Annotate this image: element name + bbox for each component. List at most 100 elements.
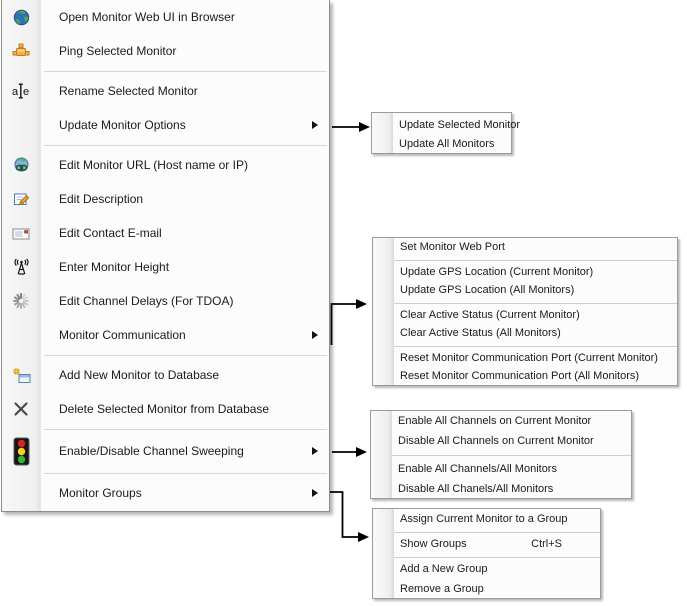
submenu-item-label: Disable All Chanels/All Monitors bbox=[398, 483, 554, 495]
submenu-item-label: Set Monitor Web Port bbox=[400, 241, 505, 253]
menu-item-update-monitor-options[interactable]: Update Monitor Options bbox=[2, 108, 329, 142]
submenu-item-label: Clear Active Status (All Monitors) bbox=[400, 327, 561, 339]
submenu-arrow-icon bbox=[312, 489, 318, 497]
submenu-item-label: Show Groups bbox=[400, 538, 467, 550]
menu-item-label: Delete Selected Monitor from Database bbox=[59, 402, 270, 416]
submenu-separator bbox=[373, 256, 677, 263]
submenu-monitor-communication: Set Monitor Web Port Update GPS Location… bbox=[372, 237, 678, 386]
arrowhead-channel-sweeping bbox=[356, 447, 367, 457]
menu-item-label: Rename Selected Monitor bbox=[59, 84, 198, 98]
menu-separator bbox=[2, 142, 329, 148]
submenu-arrow-icon bbox=[312, 447, 318, 455]
submenu-item-label: Update GPS Location (All Monitors) bbox=[400, 284, 575, 296]
envelope-icon bbox=[2, 226, 40, 241]
menu-item-label: Open Monitor Web UI in Browser bbox=[59, 10, 235, 24]
svg-text:e: e bbox=[23, 86, 29, 98]
menu-item-edit-monitor-url[interactable]: Edit Monitor URL (Host name or IP) bbox=[2, 148, 329, 182]
spinner-icon bbox=[2, 293, 40, 309]
submenu-channel-sweeping: Enable All Channels on Current Monitor D… bbox=[370, 410, 632, 499]
menu-separator bbox=[2, 470, 329, 476]
menu-item-monitor-communication[interactable]: Monitor Communication bbox=[2, 318, 329, 352]
submenu-item-update-selected[interactable]: Update Selected Monitor bbox=[372, 115, 520, 134]
arrowhead-update-options bbox=[359, 122, 370, 132]
submenu-item-add-group[interactable]: Add a New Group bbox=[373, 559, 600, 579]
submenu-item-clear-status-all[interactable]: Clear Active Status (All Monitors) bbox=[373, 324, 677, 342]
submenu-item-update-gps-current[interactable]: Update GPS Location (Current Monitor) bbox=[373, 263, 677, 281]
menu-item-label: Edit Description bbox=[59, 192, 144, 206]
svg-text:a: a bbox=[12, 86, 19, 98]
submenu-item-label: Add a New Group bbox=[400, 563, 488, 575]
globe-icon bbox=[2, 9, 40, 26]
submenu-item-reset-port-current[interactable]: Reset Monitor Communication Port (Curren… bbox=[373, 349, 677, 367]
submenu-item-disable-channels-all[interactable]: Disable All Chanels/All Monitors bbox=[371, 479, 631, 499]
submenu-item-enable-channels-current[interactable]: Enable All Channels on Current Monitor bbox=[371, 411, 631, 431]
menu-item-label: Enter Monitor Height bbox=[59, 260, 170, 274]
globe-link-icon bbox=[2, 157, 40, 174]
menu-item-label: Edit Monitor URL (Host name or IP) bbox=[59, 158, 248, 172]
submenu-monitor-groups: Assign Current Monitor to a Group Show G… bbox=[372, 508, 601, 599]
submenu-item-show-groups[interactable]: Show Groups Ctrl+S bbox=[373, 534, 600, 554]
submenu-icon-gutter bbox=[371, 411, 392, 498]
edit-pencil-icon bbox=[2, 191, 40, 208]
delete-x-icon bbox=[2, 401, 40, 417]
traffic-light-icon bbox=[2, 437, 40, 466]
submenu-update-monitor-options: Update Selected Monitor Update All Monit… bbox=[371, 112, 520, 154]
submenu-arrow-icon bbox=[312, 331, 318, 339]
submenu-separator bbox=[373, 554, 600, 559]
submenu-item-remove-group[interactable]: Remove a Group bbox=[373, 579, 600, 599]
submenu-item-set-web-port[interactable]: Set Monitor Web Port bbox=[373, 238, 677, 256]
submenu-item-reset-port-all[interactable]: Reset Monitor Communication Port (All Mo… bbox=[373, 367, 677, 385]
menu-item-monitor-groups[interactable]: Monitor Groups bbox=[2, 476, 329, 510]
submenu-item-update-gps-all[interactable]: Update GPS Location (All Monitors) bbox=[373, 281, 677, 299]
menu-item-ping-monitor[interactable]: Ping Selected Monitor bbox=[2, 34, 329, 68]
submenu-separator bbox=[373, 342, 677, 349]
submenu-item-label: Enable All Channels/All Monitors bbox=[398, 463, 557, 475]
submenu-item-enable-channels-all[interactable]: Enable All Channels/All Monitors bbox=[371, 459, 631, 479]
submenu-icon-gutter bbox=[373, 238, 394, 385]
submenu-separator bbox=[371, 451, 631, 459]
menu-item-add-monitor[interactable]: Add New Monitor to Database bbox=[2, 358, 329, 392]
arrow-line-monitor-communication bbox=[330, 303, 357, 345]
submenu-item-label: Reset Monitor Communication Port (All Mo… bbox=[400, 370, 640, 382]
menu-item-label: Monitor Groups bbox=[59, 486, 142, 500]
submenu-icon-gutter bbox=[372, 113, 393, 153]
submenu-separator bbox=[373, 299, 677, 306]
arrow-line-monitor-groups bbox=[330, 491, 359, 538]
submenu-item-label: Reset Monitor Communication Port (Curren… bbox=[400, 352, 658, 364]
add-window-icon bbox=[2, 367, 40, 384]
submenu-item-clear-status-current[interactable]: Clear Active Status (Current Monitor) bbox=[373, 306, 677, 324]
menu-item-label: Update Monitor Options bbox=[59, 118, 186, 132]
submenu-item-assign-to-group[interactable]: Assign Current Monitor to a Group bbox=[373, 509, 600, 529]
menu-item-label: Enable/Disable Channel Sweeping bbox=[59, 444, 244, 458]
menu-item-edit-channel-delays[interactable]: Edit Channel Delays (For TDOA) bbox=[2, 284, 329, 318]
submenu-item-label: Disable All Channels on Current Monitor bbox=[398, 435, 594, 447]
menu-separator bbox=[2, 352, 329, 358]
submenu-separator bbox=[373, 529, 600, 534]
arrowhead-monitor-groups bbox=[358, 532, 369, 542]
submenu-item-update-all[interactable]: Update All Monitors bbox=[372, 134, 511, 153]
submenu-item-label: Update All Monitors bbox=[399, 137, 495, 150]
submenu-arrow-icon bbox=[312, 121, 318, 129]
menu-item-label: Monitor Communication bbox=[59, 328, 186, 342]
ping-network-icon bbox=[2, 43, 40, 59]
arrowhead-monitor-communication bbox=[356, 299, 367, 309]
menu-item-label: Add New Monitor to Database bbox=[59, 368, 220, 382]
keyboard-shortcut: Ctrl+S bbox=[531, 538, 562, 550]
submenu-icon-gutter bbox=[373, 509, 394, 598]
submenu-item-label: Assign Current Monitor to a Group bbox=[400, 513, 568, 525]
menu-item-open-web-ui[interactable]: Open Monitor Web UI in Browser bbox=[2, 0, 329, 34]
menu-item-edit-contact-email[interactable]: Edit Contact E-mail bbox=[2, 216, 329, 250]
menu-separator bbox=[2, 68, 329, 74]
monitor-context-menu: Open Monitor Web UI in Browser Ping Sele… bbox=[1, 0, 330, 512]
menu-item-delete-monitor[interactable]: Delete Selected Monitor from Database bbox=[2, 392, 329, 426]
submenu-item-label: Update GPS Location (Current Monitor) bbox=[400, 266, 594, 278]
menu-item-enter-monitor-height[interactable]: Enter Monitor Height bbox=[2, 250, 329, 284]
submenu-item-disable-channels-current[interactable]: Disable All Channels on Current Monitor bbox=[371, 431, 631, 451]
submenu-item-label: Update Selected Monitor bbox=[399, 118, 521, 131]
menu-item-channel-sweeping[interactable]: Enable/Disable Channel Sweeping bbox=[2, 432, 329, 470]
menu-item-edit-description[interactable]: Edit Description bbox=[2, 182, 329, 216]
submenu-item-label: Clear Active Status (Current Monitor) bbox=[400, 309, 580, 321]
antenna-icon bbox=[2, 258, 40, 276]
